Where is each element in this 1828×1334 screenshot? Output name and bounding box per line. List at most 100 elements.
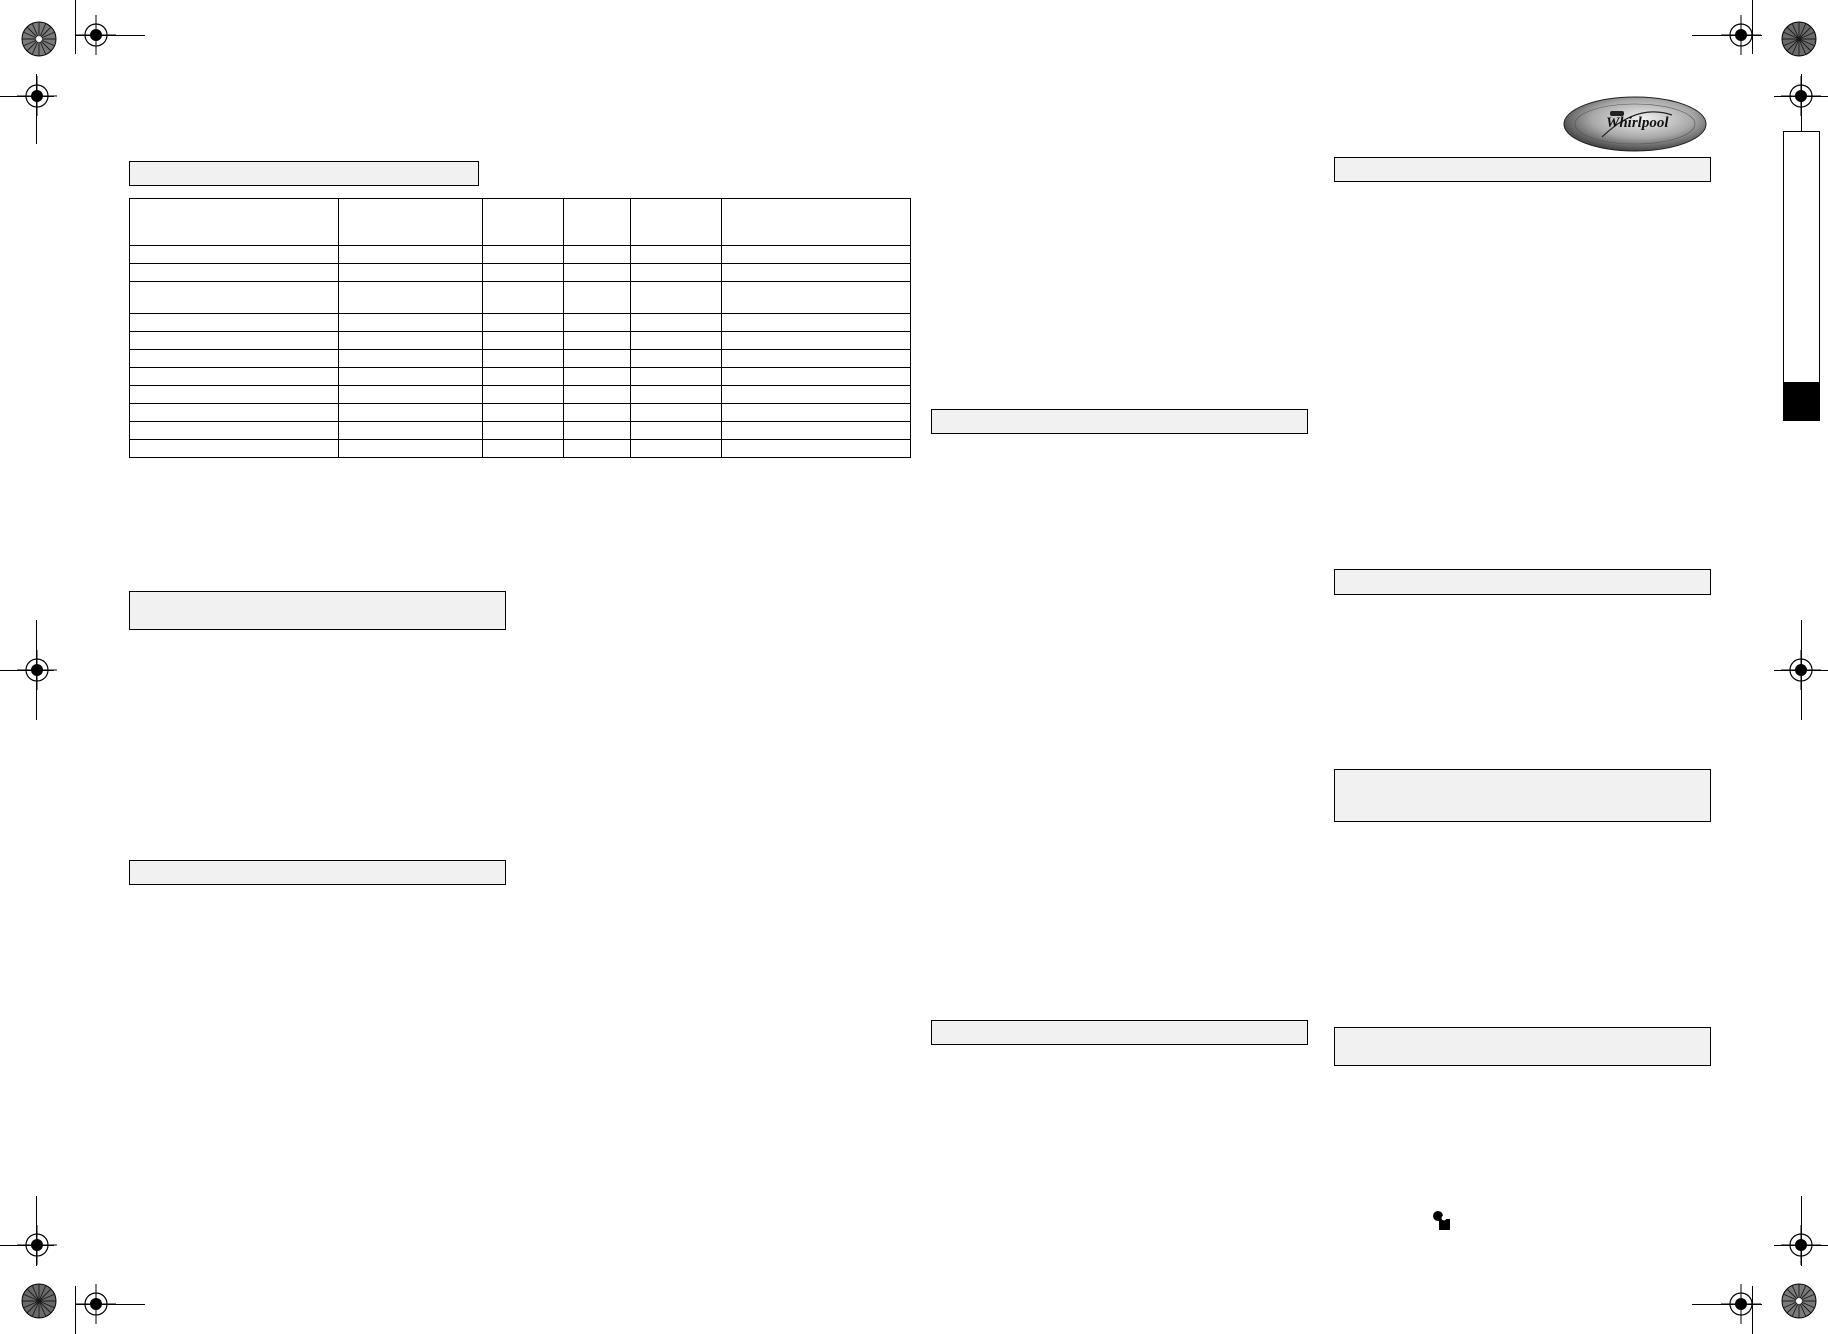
table-row	[129, 281, 911, 314]
table-row	[129, 313, 911, 332]
table-cell	[338, 421, 483, 440]
table-header-cell	[482, 198, 564, 246]
table-cell	[721, 313, 911, 332]
table-row	[129, 349, 911, 368]
table-cell	[721, 403, 911, 422]
table-row	[129, 403, 911, 422]
table-cell	[482, 263, 564, 282]
table-cell	[630, 349, 722, 368]
section-heading-box	[1334, 769, 1711, 822]
crop-line	[1752, 1286, 1753, 1334]
table-cell	[630, 385, 722, 404]
crosshair-target-icon	[17, 1225, 57, 1265]
crosshair-target-icon	[1721, 1284, 1761, 1324]
table-row	[129, 331, 911, 350]
table-cell	[338, 439, 483, 458]
table-cell	[482, 245, 564, 264]
table-cell	[563, 245, 631, 264]
table-cell	[721, 331, 911, 350]
table-header-row	[129, 198, 911, 246]
table-cell	[630, 421, 722, 440]
table-cell	[630, 281, 722, 314]
section-heading-box	[129, 860, 506, 885]
table-cell	[563, 421, 631, 440]
brand-logo-text: Whirlpool	[1606, 115, 1669, 131]
color-wheel-icon	[21, 21, 57, 57]
table-cell	[563, 281, 631, 314]
crosshair-target-icon	[1781, 76, 1821, 116]
section-heading-box	[931, 1020, 1308, 1045]
table-cell	[129, 439, 339, 458]
table-cell	[721, 245, 911, 264]
brand-logo: Whirlpool	[1562, 95, 1708, 153]
table-cell	[563, 439, 631, 458]
table-heading-box	[129, 161, 479, 186]
table-cell	[721, 281, 911, 314]
table-cell	[563, 349, 631, 368]
table-header-cell	[129, 198, 339, 246]
table-cell	[482, 439, 564, 458]
table-cell	[129, 313, 339, 332]
table-cell	[630, 367, 722, 386]
table-header-cell	[563, 198, 631, 246]
crosshair-target-icon	[76, 1284, 116, 1324]
crosshair-target-icon	[76, 15, 116, 55]
table-cell	[563, 263, 631, 282]
table-header-cell	[630, 198, 722, 246]
table-cell	[129, 245, 339, 264]
table-cell	[482, 367, 564, 386]
table-cell	[482, 349, 564, 368]
table-row	[129, 367, 911, 386]
crosshair-target-icon	[17, 650, 57, 690]
table-cell	[482, 385, 564, 404]
table-cell	[721, 385, 911, 404]
table-cell	[338, 403, 483, 422]
crosshair-target-icon	[1781, 650, 1821, 690]
section-heading-box	[1334, 157, 1711, 182]
table-cell	[630, 403, 722, 422]
table-row	[129, 385, 911, 404]
table-row	[129, 439, 911, 458]
table-cell	[630, 331, 722, 350]
section-heading-box	[1334, 1027, 1711, 1066]
table-header-cell	[721, 198, 911, 246]
table-cell	[338, 367, 483, 386]
table-cell	[721, 263, 911, 282]
table-cell	[338, 385, 483, 404]
crop-line	[75, 0, 76, 54]
color-wheel-icon	[1781, 21, 1817, 57]
table-cell	[563, 367, 631, 386]
table-cell	[563, 385, 631, 404]
table-cell	[129, 421, 339, 440]
table-cell	[338, 313, 483, 332]
section-heading-box	[931, 409, 1308, 434]
table-header-cell	[338, 198, 483, 246]
table-cell	[482, 403, 564, 422]
table-cell	[563, 403, 631, 422]
table-cell	[721, 367, 911, 386]
table-cell	[630, 263, 722, 282]
table-row	[129, 421, 911, 440]
section-heading-box	[129, 591, 506, 630]
table-cell	[338, 245, 483, 264]
crosshair-target-icon	[17, 76, 57, 116]
table-cell	[338, 281, 483, 314]
table-cell	[482, 421, 564, 440]
table-cell	[338, 331, 483, 350]
color-wheel-icon	[21, 1283, 57, 1319]
table-cell	[721, 349, 911, 368]
table-row	[129, 263, 911, 282]
section-heading-box	[1334, 569, 1711, 595]
table-cell	[129, 281, 339, 314]
table-cell	[129, 403, 339, 422]
table-cell	[721, 439, 911, 458]
specifications-table	[129, 198, 911, 458]
table-cell	[129, 385, 339, 404]
crop-line	[75, 1286, 76, 1334]
table-cell	[630, 439, 722, 458]
table-row	[129, 245, 911, 264]
table-cell	[630, 245, 722, 264]
table-cell	[129, 331, 339, 350]
crosshair-target-icon	[1781, 1225, 1821, 1265]
table-cell	[338, 349, 483, 368]
